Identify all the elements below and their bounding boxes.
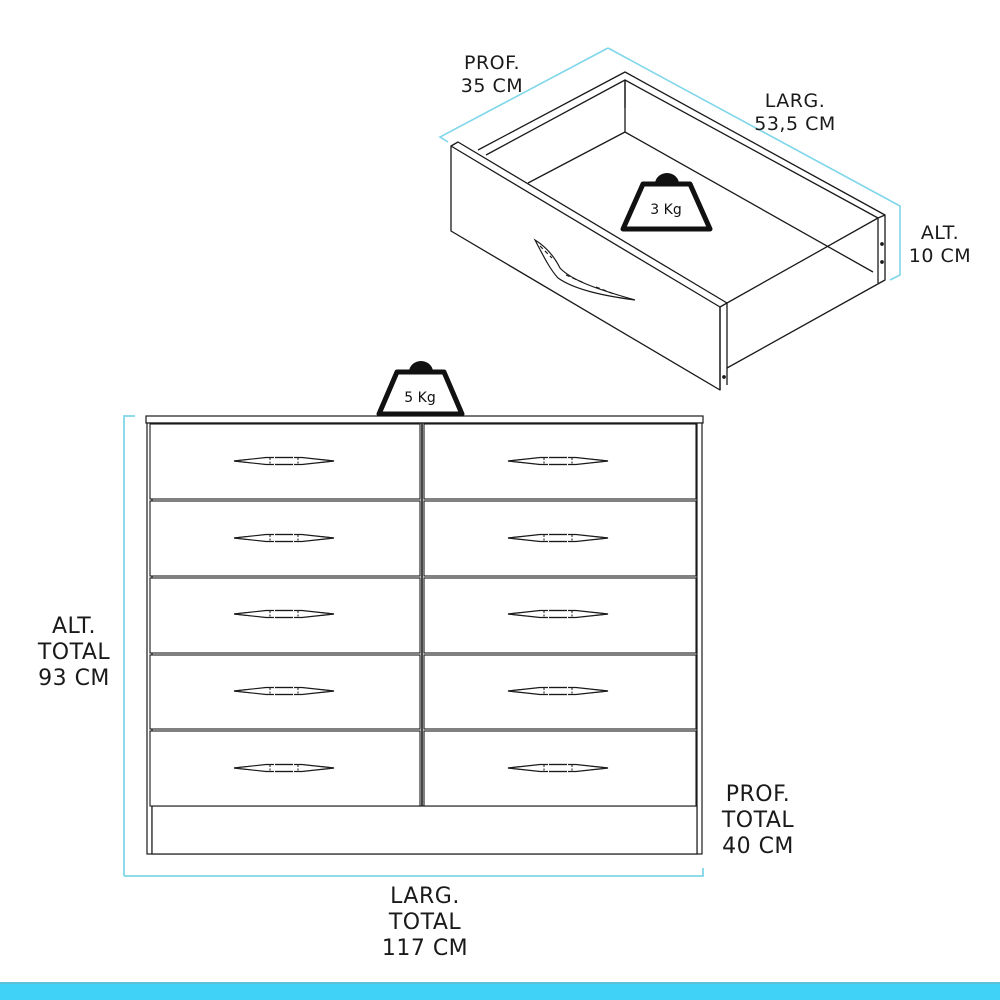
label-line: 40 CM	[722, 834, 794, 859]
dresser-height-line	[123, 415, 135, 876]
bottom-accent-bar	[0, 982, 1000, 1000]
drawer-front-panel	[450, 141, 728, 391]
dresser-top-weight-icon: 5 Kg	[376, 361, 465, 417]
drawer-weight-icon: 3 Kg	[620, 173, 713, 232]
label-line: TOTAL	[388, 910, 462, 935]
label-line: ALT.	[920, 222, 960, 244]
label-line: PROF.	[725, 782, 791, 807]
label-line: 35 CM	[460, 75, 524, 97]
drawer-depth-line	[438, 47, 609, 143]
dresser-depth-label: PROF. TOTAL 40 CM	[706, 782, 810, 860]
drawer-isometric-drawing	[450, 71, 886, 391]
dresser-top	[145, 415, 704, 424]
label-line: ALT.	[51, 614, 97, 639]
dresser-height-label: ALT. TOTAL 93 CM	[22, 614, 126, 692]
label-line: 10 CM	[908, 245, 972, 267]
label-line: TOTAL	[721, 808, 795, 833]
label-line: TOTAL	[37, 640, 111, 665]
drawer-handle-icon	[533, 238, 636, 301]
label-line: LARG.	[764, 90, 826, 112]
drawer-depth-label: PROF. 35 CM	[452, 52, 532, 98]
dresser-width-line	[124, 868, 704, 877]
dresser-top-weight-label: 5 Kg	[404, 390, 435, 406]
drawer-dimension-lines	[438, 47, 901, 281]
label-line: 93 CM	[38, 666, 110, 691]
dresser-base-panel	[151, 805, 698, 855]
dresser-dimension-lines	[123, 415, 704, 877]
label-line: PROF.	[463, 52, 521, 74]
drawer-width-label: LARG. 53,5 CM	[745, 90, 845, 136]
dresser-width-label: LARG. TOTAL 117 CM	[370, 884, 480, 962]
label-line: 117 CM	[381, 936, 469, 961]
label-line: 53,5 CM	[754, 113, 836, 135]
drawer-height-label: ALT. 10 CM	[900, 222, 980, 268]
label-line: LARG.	[390, 884, 460, 909]
drawer-weight-label: 3 Kg	[650, 202, 681, 218]
drawer-width-line	[607, 47, 901, 281]
